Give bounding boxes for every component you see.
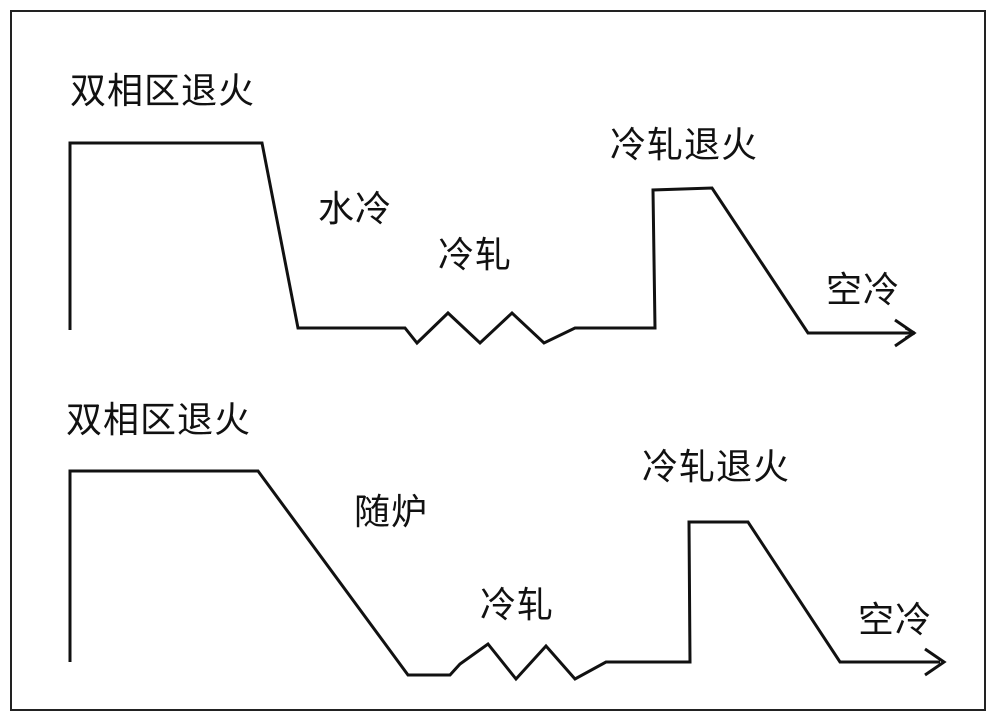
top-cold-rolling-label: 冷轧: [438, 238, 512, 274]
bottom-process-curve: [70, 471, 940, 679]
top-water-cool-label: 水冷: [318, 192, 392, 228]
top-air-cool-label: 空冷: [826, 273, 900, 309]
top-intercritical-anneal-label: 双相区退火: [70, 74, 255, 110]
bottom-cold-rolling-label: 冷轧: [480, 588, 554, 624]
bottom-intercritical-anneal-label: 双相区退火: [66, 403, 251, 439]
bottom-furnace-cool-label: 随炉: [354, 495, 428, 531]
bottom-air-cool-label: 空冷: [858, 603, 932, 639]
top-cold-roll-anneal-label: 冷轧退火: [610, 128, 758, 164]
bottom-cold-roll-anneal-label: 冷轧退火: [642, 450, 790, 486]
